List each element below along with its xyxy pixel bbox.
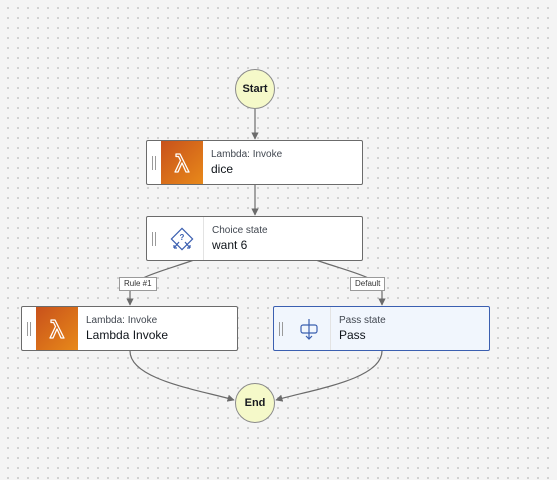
start-node[interactable]: Start <box>235 69 275 109</box>
choice-icon: ? <box>161 217 204 260</box>
state-dice[interactable]: Lambda: Invoke dice <box>146 140 363 185</box>
state-type-label: Choice state <box>212 225 268 236</box>
drag-handle[interactable] <box>147 217 161 260</box>
drag-handle[interactable] <box>147 141 161 184</box>
edge-choice-to-lambda-invoke <box>126 259 195 306</box>
drag-handle[interactable] <box>274 307 288 350</box>
state-name-label: dice <box>211 162 234 176</box>
state-name-label: want 6 <box>212 238 248 252</box>
start-node-label: Start <box>242 83 268 95</box>
state-pass[interactable]: Pass state Pass <box>273 306 490 351</box>
drag-handle[interactable] <box>22 307 36 350</box>
svg-text:?: ? <box>180 233 185 242</box>
edge-pass-to-end <box>275 350 383 402</box>
lambda-icon <box>36 307 78 350</box>
state-type-label: Lambda: Invoke <box>86 315 158 326</box>
edge-label-rule-1[interactable]: Rule #1 <box>119 277 157 291</box>
state-choice[interactable]: ? Choice state want 6 <box>146 216 363 261</box>
end-node-label: End <box>244 397 266 409</box>
pass-icon <box>288 307 331 350</box>
lambda-icon <box>161 141 203 184</box>
state-name-label: Pass <box>339 328 366 342</box>
state-type-label: Lambda: Invoke <box>211 149 283 160</box>
state-name-label: Lambda Invoke <box>86 328 169 342</box>
edge-label-default[interactable]: Default <box>350 277 386 291</box>
end-node[interactable]: End <box>235 383 275 423</box>
state-lambda-invoke[interactable]: Lambda: Invoke Lambda Invoke <box>21 306 238 351</box>
edge-lambda-invoke-to-end <box>129 350 235 402</box>
state-type-label: Pass state <box>339 315 386 326</box>
edge-choice-to-pass <box>315 259 386 306</box>
